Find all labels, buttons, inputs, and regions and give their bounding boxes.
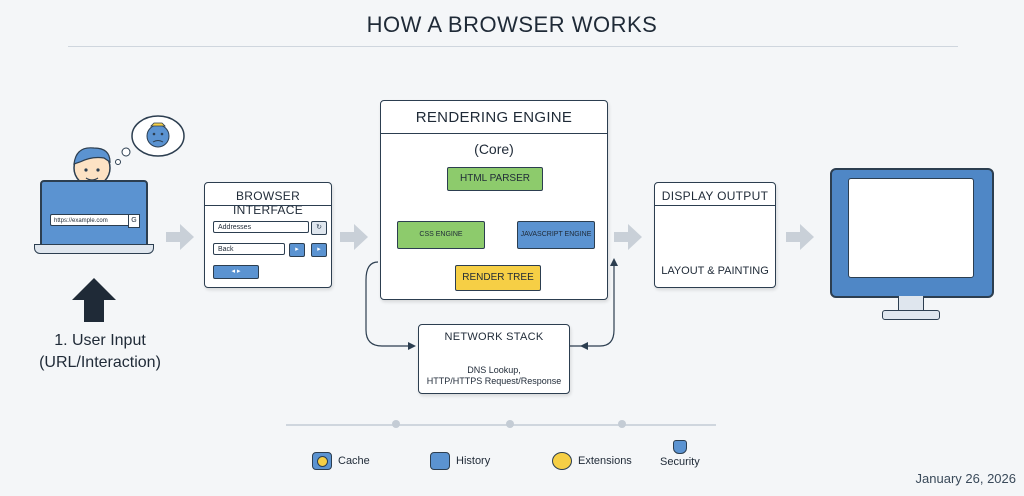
rendering-engine-box: RENDERING ENGINE (Core) HTML PARSER CSS … bbox=[380, 100, 608, 300]
rendering-engine-title: RENDERING ENGINE bbox=[415, 109, 573, 126]
timeline-dot bbox=[506, 420, 514, 428]
page-title: HOW A BROWSER WORKS bbox=[366, 12, 658, 37]
legend-security: Security bbox=[660, 440, 700, 468]
laptop-url-bar[interactable]: https://example.com bbox=[50, 214, 136, 226]
legend-cache: Cache bbox=[312, 452, 370, 470]
network-stack-title: NETWORK STACK bbox=[444, 331, 544, 343]
security-icon bbox=[672, 440, 687, 454]
browser-interface-title: BROWSER INTERFACE bbox=[232, 189, 304, 217]
network-stack-box: NETWORK STACK DNS Lookup, HTTP/HTTPS Req… bbox=[418, 324, 570, 394]
monitor-screen bbox=[848, 178, 974, 278]
legend-extensions: Extensions bbox=[552, 452, 632, 470]
timeline-dot bbox=[618, 420, 626, 428]
render-tree: RENDER TREE bbox=[455, 265, 541, 291]
layout-painting-label: LAYOUT & PAINTING bbox=[661, 265, 769, 277]
back-field[interactable]: Back bbox=[213, 243, 285, 255]
flow-arrow-1 bbox=[166, 224, 194, 250]
monitor-stand bbox=[882, 310, 940, 320]
history-icon bbox=[430, 452, 450, 470]
laptop-base bbox=[34, 244, 154, 254]
flow-arrow-2 bbox=[340, 224, 368, 250]
laptop-go-button[interactable]: G bbox=[128, 214, 140, 228]
nav-buttons[interactable]: ◂ ▸ bbox=[213, 265, 259, 279]
network-stack-details: DNS Lookup, HTTP/HTTPS Request/Response bbox=[426, 365, 562, 386]
timeline-line bbox=[286, 424, 716, 426]
cache-icon bbox=[312, 452, 332, 470]
legend-history: History bbox=[430, 452, 490, 470]
js-engine: JAVASCRIPT ENGINE bbox=[517, 221, 595, 249]
browser-interface-box: BROWSER INTERFACE Addresses ↻ Back ▸ ▸ ◂… bbox=[204, 182, 332, 288]
display-output-box: DISPLAY OUTPUT LAYOUT & PAINTING bbox=[654, 182, 776, 288]
rendering-engine-subtitle: (Core) bbox=[474, 141, 514, 157]
forward-button[interactable]: ▸ bbox=[289, 243, 305, 257]
css-engine: CSS ENGINE bbox=[397, 221, 485, 249]
address-field[interactable]: Addresses bbox=[213, 221, 309, 233]
user-input-label: 1. User Input (URL/Interaction) bbox=[39, 332, 161, 371]
thought-bubble bbox=[115, 115, 185, 165]
timeline-dot bbox=[392, 420, 400, 428]
flow-arrow-4 bbox=[786, 224, 814, 250]
refresh-button[interactable]: ↻ bbox=[311, 221, 327, 235]
flow-arrow-3 bbox=[614, 224, 642, 250]
display-output-title: DISPLAY OUTPUT bbox=[661, 189, 769, 203]
menu-button[interactable]: ▸ bbox=[311, 243, 327, 257]
user-input-arrow bbox=[72, 278, 116, 322]
title-divider bbox=[68, 46, 958, 47]
html-parser: HTML PARSER bbox=[447, 167, 543, 191]
extensions-icon bbox=[552, 452, 572, 470]
date-stamp: January 26, 2026 bbox=[915, 471, 1016, 486]
monitor-neck bbox=[898, 296, 924, 310]
